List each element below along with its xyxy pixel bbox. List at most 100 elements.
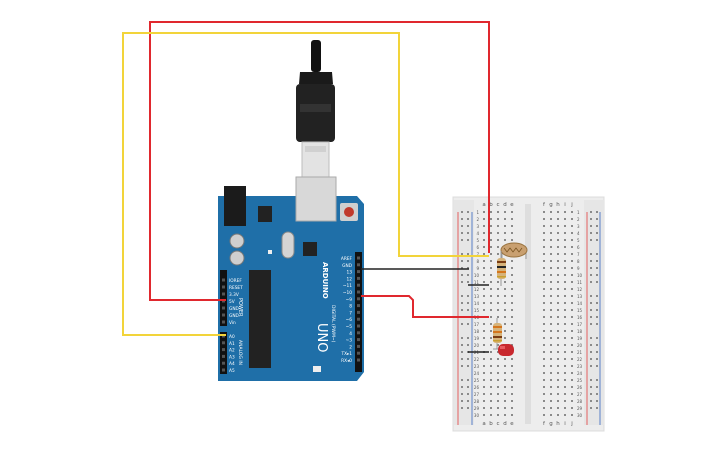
- breadboard-hole[interactable]: [571, 232, 573, 234]
- red-led[interactable]: [493, 344, 514, 356]
- rail-hole[interactable]: [461, 407, 463, 409]
- digital-pin-5[interactable]: [357, 290, 360, 294]
- rail-hole[interactable]: [590, 211, 592, 213]
- breadboard-hole[interactable]: [504, 358, 506, 360]
- digital-pin-12[interactable]: [357, 338, 360, 342]
- power-pin-6[interactable]: [222, 320, 225, 324]
- breadboard-hole[interactable]: [550, 330, 552, 332]
- breadboard-hole[interactable]: [543, 260, 545, 262]
- rail-hole[interactable]: [596, 253, 598, 255]
- analog-pin-2[interactable]: [222, 348, 225, 352]
- breadboard-hole[interactable]: [497, 281, 499, 283]
- breadboard-hole[interactable]: [511, 400, 513, 402]
- breadboard-hole[interactable]: [550, 400, 552, 402]
- breadboard-hole[interactable]: [511, 414, 513, 416]
- breadboard-hole[interactable]: [543, 211, 545, 213]
- breadboard-hole[interactable]: [483, 365, 485, 367]
- breadboard-hole[interactable]: [543, 316, 545, 318]
- digital-pin-8[interactable]: [357, 310, 360, 314]
- breadboard-hole[interactable]: [557, 316, 559, 318]
- breadboard-hole[interactable]: [511, 316, 513, 318]
- breadboard-hole[interactable]: [490, 393, 492, 395]
- rail-hole[interactable]: [596, 386, 598, 388]
- breadboard-hole[interactable]: [564, 281, 566, 283]
- breadboard-hole[interactable]: [550, 379, 552, 381]
- breadboard-hole[interactable]: [564, 267, 566, 269]
- breadboard-hole[interactable]: [550, 372, 552, 374]
- breadboard-hole[interactable]: [497, 386, 499, 388]
- breadboard-hole[interactable]: [543, 295, 545, 297]
- breadboard-hole[interactable]: [550, 274, 552, 276]
- breadboard-hole[interactable]: [564, 414, 566, 416]
- breadboard-hole[interactable]: [543, 365, 545, 367]
- rail-hole[interactable]: [596, 316, 598, 318]
- breadboard-hole[interactable]: [550, 295, 552, 297]
- rail-hole[interactable]: [467, 260, 469, 262]
- breadboard-hole[interactable]: [490, 365, 492, 367]
- breadboard-hole[interactable]: [504, 386, 506, 388]
- breadboard-hole[interactable]: [571, 260, 573, 262]
- rail-hole[interactable]: [590, 218, 592, 220]
- breadboard-hole[interactable]: [497, 232, 499, 234]
- rail-hole[interactable]: [596, 400, 598, 402]
- breadboard-hole[interactable]: [564, 393, 566, 395]
- wire-a0-yellow[interactable]: [122, 32, 489, 336]
- breadboard-hole[interactable]: [511, 239, 513, 241]
- breadboard-hole[interactable]: [557, 372, 559, 374]
- breadboard-hole[interactable]: [571, 386, 573, 388]
- breadboard-hole[interactable]: [497, 253, 499, 255]
- breadboard-hole[interactable]: [490, 358, 492, 360]
- breadboard-hole[interactable]: [504, 372, 506, 374]
- rail-hole[interactable]: [467, 253, 469, 255]
- breadboard-hole[interactable]: [564, 302, 566, 304]
- rail-hole[interactable]: [461, 295, 463, 297]
- rail-hole[interactable]: [590, 323, 592, 325]
- rail-hole[interactable]: [461, 302, 463, 304]
- breadboard-hole[interactable]: [543, 393, 545, 395]
- breadboard-hole[interactable]: [483, 225, 485, 227]
- rail-hole[interactable]: [596, 267, 598, 269]
- breadboard-hole[interactable]: [497, 316, 499, 318]
- breadboard-hole[interactable]: [483, 337, 485, 339]
- breadboard-hole[interactable]: [504, 309, 506, 311]
- breadboard-hole[interactable]: [483, 246, 485, 248]
- breadboard-hole[interactable]: [483, 414, 485, 416]
- breadboard-hole[interactable]: [550, 288, 552, 290]
- rail-hole[interactable]: [596, 379, 598, 381]
- rail-hole[interactable]: [461, 309, 463, 311]
- breadboard-hole[interactable]: [504, 302, 506, 304]
- reset-button-cap[interactable]: [344, 207, 354, 217]
- power-pin-2[interactable]: [222, 292, 225, 296]
- analog-pin-4[interactable]: [222, 361, 225, 365]
- breadboard-hole[interactable]: [557, 379, 559, 381]
- breadboard-hole[interactable]: [564, 232, 566, 234]
- breadboard-hole[interactable]: [557, 337, 559, 339]
- rail-hole[interactable]: [590, 309, 592, 311]
- breadboard-hole[interactable]: [550, 407, 552, 409]
- breadboard-hole[interactable]: [483, 281, 485, 283]
- rail-hole[interactable]: [461, 225, 463, 227]
- breadboard-hole[interactable]: [571, 372, 573, 374]
- breadboard-hole[interactable]: [490, 400, 492, 402]
- breadboard-hole[interactable]: [511, 407, 513, 409]
- photoresistor[interactable]: [500, 242, 528, 259]
- rail-hole[interactable]: [596, 274, 598, 276]
- breadboard-hole[interactable]: [564, 400, 566, 402]
- rail-hole[interactable]: [461, 253, 463, 255]
- digital-pin-3[interactable]: [357, 276, 360, 280]
- rail-hole[interactable]: [596, 281, 598, 283]
- breadboard-hole[interactable]: [571, 239, 573, 241]
- breadboard-hole[interactable]: [557, 323, 559, 325]
- breadboard-hole[interactable]: [557, 386, 559, 388]
- breadboard-hole[interactable]: [497, 414, 499, 416]
- breadboard-hole[interactable]: [543, 246, 545, 248]
- breadboard-hole[interactable]: [511, 218, 513, 220]
- resistor-2[interactable]: [493, 318, 502, 349]
- rail-hole[interactable]: [467, 323, 469, 325]
- rail-hole[interactable]: [590, 232, 592, 234]
- breadboard-hole[interactable]: [543, 225, 545, 227]
- breadboard-hole[interactable]: [543, 309, 545, 311]
- breadboard-hole[interactable]: [490, 414, 492, 416]
- breadboard-hole[interactable]: [564, 260, 566, 262]
- rail-hole[interactable]: [590, 302, 592, 304]
